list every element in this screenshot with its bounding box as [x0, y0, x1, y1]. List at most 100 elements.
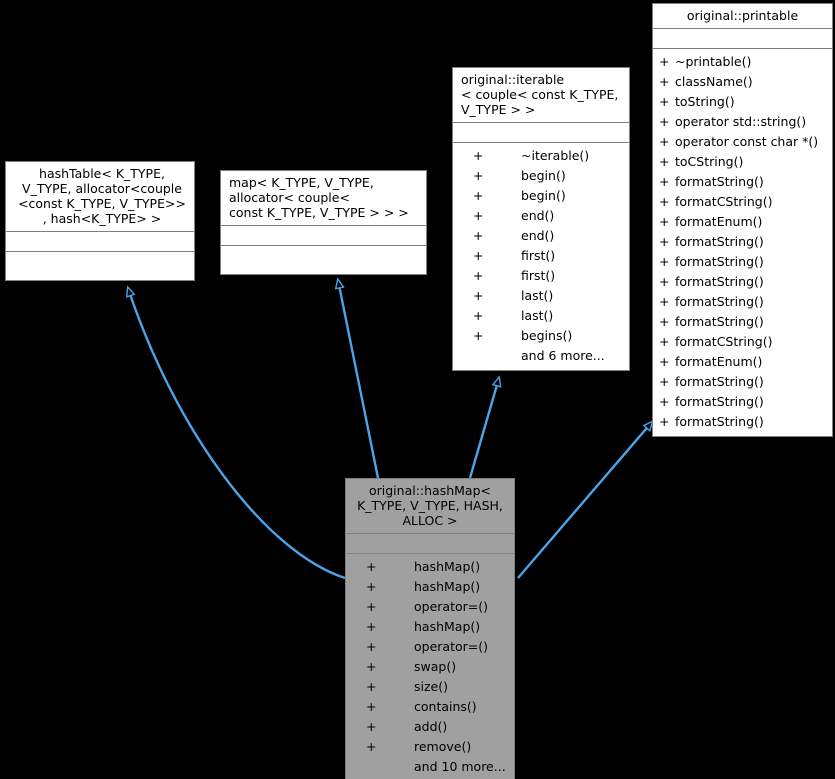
method-row: + size()	[346, 677, 514, 697]
method-name: remove()	[414, 739, 472, 754]
class-title-hashtable: hashTable< K_TYPE, V_TYPE, allocator<cou…	[6, 162, 194, 232]
method-row-more: and 6 more...	[453, 346, 629, 366]
method-name: begin()	[521, 188, 566, 203]
method-row: + formatString()	[653, 412, 832, 432]
method-name: size()	[414, 679, 448, 694]
method-name: formatCString()	[675, 334, 773, 349]
visibility-marker: +	[473, 188, 484, 203]
visibility-marker: +	[366, 659, 377, 674]
visibility-marker: +	[473, 168, 484, 183]
method-row: + formatCString()	[653, 192, 832, 212]
class-methods-map	[221, 246, 426, 274]
class-box-hashmap[interactable]: original::hashMap< K_TYPE, V_TYPE, HASH,…	[345, 478, 515, 779]
method-row: + hashMap()	[346, 617, 514, 637]
visibility-marker: +	[473, 288, 484, 303]
method-row: + swap()	[346, 657, 514, 677]
method-name: begins()	[521, 328, 573, 343]
method-row: + formatString()	[653, 252, 832, 272]
visibility-marker: +	[366, 699, 377, 714]
visibility-marker: +	[473, 228, 484, 243]
visibility-marker: +	[659, 174, 670, 189]
method-row: + formatString()	[653, 172, 832, 192]
visibility-marker: +	[659, 54, 670, 69]
method-name: formatString()	[675, 374, 764, 389]
visibility-marker: +	[473, 148, 484, 163]
class-title-hashmap: original::hashMap< K_TYPE, V_TYPE, HASH,…	[346, 479, 514, 534]
method-name: and 10 more...	[414, 759, 506, 774]
class-box-printable[interactable]: original::printable + ~printable() + cla…	[652, 3, 833, 437]
method-name: operator=()	[414, 599, 488, 614]
visibility-marker: +	[659, 374, 670, 389]
visibility-marker: +	[659, 154, 670, 169]
method-name: formatString()	[675, 274, 764, 289]
method-row: + className()	[653, 72, 832, 92]
method-name: formatCString()	[675, 194, 773, 209]
method-name: end()	[521, 208, 555, 223]
visibility-marker: +	[659, 214, 670, 229]
class-methods-hashtable	[6, 252, 194, 280]
method-name: formatString()	[675, 254, 764, 269]
visibility-marker: +	[659, 114, 670, 129]
visibility-marker: +	[366, 639, 377, 654]
class-box-hashtable[interactable]: hashTable< K_TYPE, V_TYPE, allocator<cou…	[5, 161, 195, 281]
visibility-marker: +	[366, 559, 377, 574]
method-row: + begin()	[453, 166, 629, 186]
visibility-marker: +	[473, 328, 484, 343]
visibility-marker: +	[659, 94, 670, 109]
method-name: hashMap()	[414, 579, 481, 594]
class-attributes-printable	[653, 29, 832, 49]
method-name: formatString()	[675, 234, 764, 249]
class-box-map[interactable]: map< K_TYPE, V_TYPE, allocator< couple< …	[220, 170, 427, 275]
edge-hashmap-printable	[517, 422, 652, 579]
method-row: + end()	[453, 226, 629, 246]
edge-hashmap-iterable	[468, 378, 499, 479]
class-box-iterable[interactable]: original::iterable < couple< const K_TYP…	[452, 67, 630, 371]
visibility-marker: +	[366, 739, 377, 754]
visibility-marker: +	[366, 679, 377, 694]
visibility-marker: +	[659, 334, 670, 349]
class-attributes-hashmap	[346, 534, 514, 554]
class-methods-hashmap: + hashMap() + hashMap() + operator=() + …	[346, 554, 514, 779]
method-name: end()	[521, 228, 555, 243]
method-row: + begin()	[453, 186, 629, 206]
method-row: + end()	[453, 206, 629, 226]
method-name: toString()	[675, 94, 735, 109]
method-name: last()	[521, 308, 554, 323]
visibility-marker: +	[473, 308, 484, 323]
visibility-marker: +	[659, 134, 670, 149]
method-name: className()	[675, 74, 753, 89]
method-name: ~iterable()	[521, 148, 590, 163]
method-row: + remove()	[346, 737, 514, 757]
class-title-map: map< K_TYPE, V_TYPE, allocator< couple< …	[221, 171, 426, 226]
edge-hashmap-hashtable	[128, 288, 346, 580]
method-row: + first()	[453, 266, 629, 286]
method-row-more: and 10 more...	[346, 757, 514, 777]
method-name: swap()	[414, 659, 457, 674]
method-name: operator=()	[414, 639, 488, 654]
visibility-marker: +	[366, 719, 377, 734]
method-name: toCString()	[675, 154, 744, 169]
method-row: + first()	[453, 246, 629, 266]
visibility-marker: +	[366, 619, 377, 634]
method-name: and 6 more...	[521, 348, 605, 363]
method-name: formatString()	[675, 414, 764, 429]
method-row: + formatString()	[653, 272, 832, 292]
method-row: + formatString()	[653, 312, 832, 332]
class-methods-iterable: + ~iterable() + begin() + begin() + end(…	[453, 143, 629, 370]
method-row: + toCString()	[653, 152, 832, 172]
visibility-marker: +	[659, 234, 670, 249]
method-row: + operator std::string()	[653, 112, 832, 132]
method-name: contains()	[414, 699, 477, 714]
class-attributes-hashtable	[6, 232, 194, 252]
method-row: + last()	[453, 306, 629, 326]
method-name: formatString()	[675, 174, 764, 189]
method-name: operator std::string()	[675, 114, 807, 129]
method-name: first()	[521, 268, 556, 283]
class-title-printable: original::printable	[653, 4, 832, 29]
method-row: + begins()	[453, 326, 629, 346]
visibility-marker: +	[473, 208, 484, 223]
class-title-iterable: original::iterable < couple< const K_TYP…	[453, 68, 629, 123]
method-name: add()	[414, 719, 448, 734]
method-row: + operator=()	[346, 597, 514, 617]
visibility-marker	[346, 757, 414, 777]
